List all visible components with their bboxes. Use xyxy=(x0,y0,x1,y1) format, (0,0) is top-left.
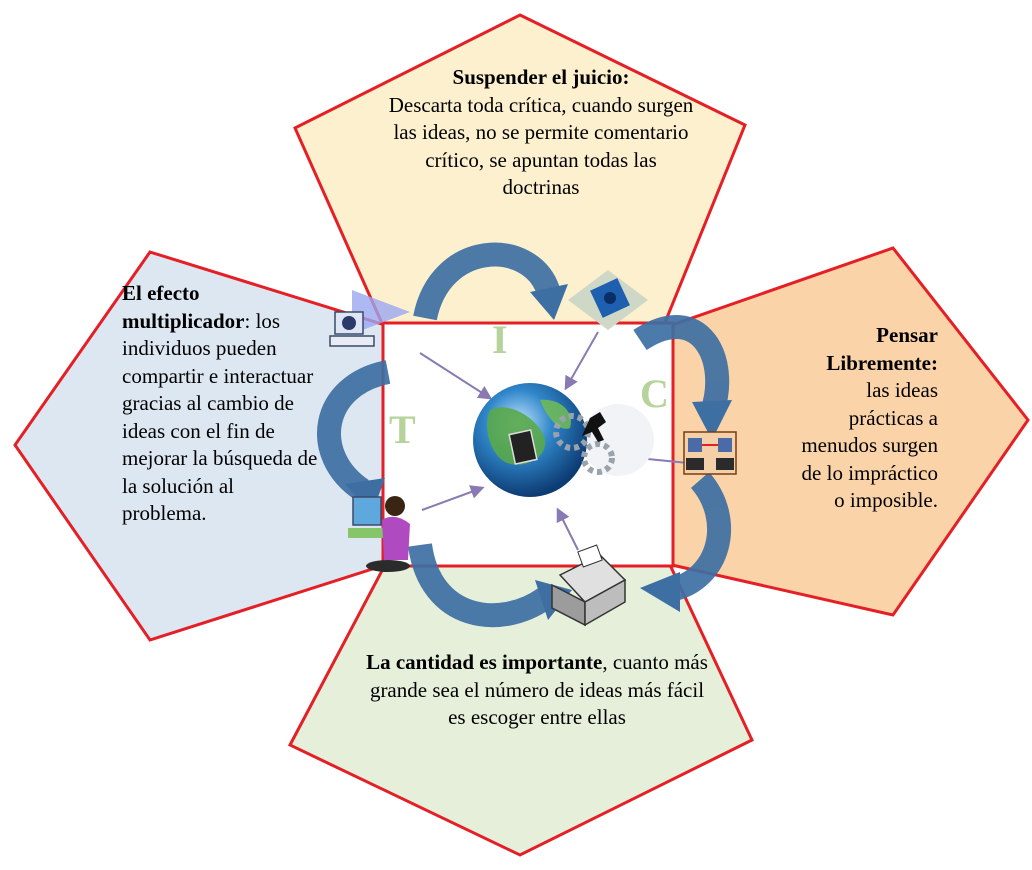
panel-left-body: : los individuos pueden compartir e inte… xyxy=(122,308,318,526)
panel-bottom-text: La cantidad es importante, cuanto más gr… xyxy=(362,649,712,732)
center-letter-i: I xyxy=(492,317,508,362)
panel-bottom-body: , cuanto más grande sea el número de ide… xyxy=(369,650,708,729)
woman-at-computer-icon xyxy=(348,496,410,572)
panel-right xyxy=(670,246,1030,617)
floppy-disk-icon xyxy=(568,270,648,330)
connector-arrows xyxy=(419,331,689,551)
panel-left-text: El efecto multiplicador: los individuos … xyxy=(122,280,322,528)
network-computers-icon xyxy=(683,431,737,475)
panel-right-title: Pensar Libremente: xyxy=(826,323,938,375)
center-letter-c: C xyxy=(640,371,669,416)
fax-machine-icon xyxy=(551,544,627,627)
panel-left-title: El efecto multiplicador xyxy=(122,281,245,333)
panel-bottom-title: La cantidad es importante xyxy=(366,650,603,674)
cycle-arrows xyxy=(317,242,732,628)
panel-right-text: Pensar Libremente: las ideas prácticas a… xyxy=(790,322,938,515)
panel-top-title: Suspender el juicio: xyxy=(452,65,630,89)
panel-right-body: las ideas prácticas a menudos surgen de … xyxy=(801,378,938,512)
center-letter-t: T xyxy=(389,407,416,452)
panel-top-body: Descarta toda crítica, cuando surgen las… xyxy=(388,92,694,200)
panel-top-text: Suspender el juicio: Descarta toda críti… xyxy=(388,64,694,202)
computer-globe-icon xyxy=(329,290,410,347)
globe-gears-icon xyxy=(473,383,654,497)
